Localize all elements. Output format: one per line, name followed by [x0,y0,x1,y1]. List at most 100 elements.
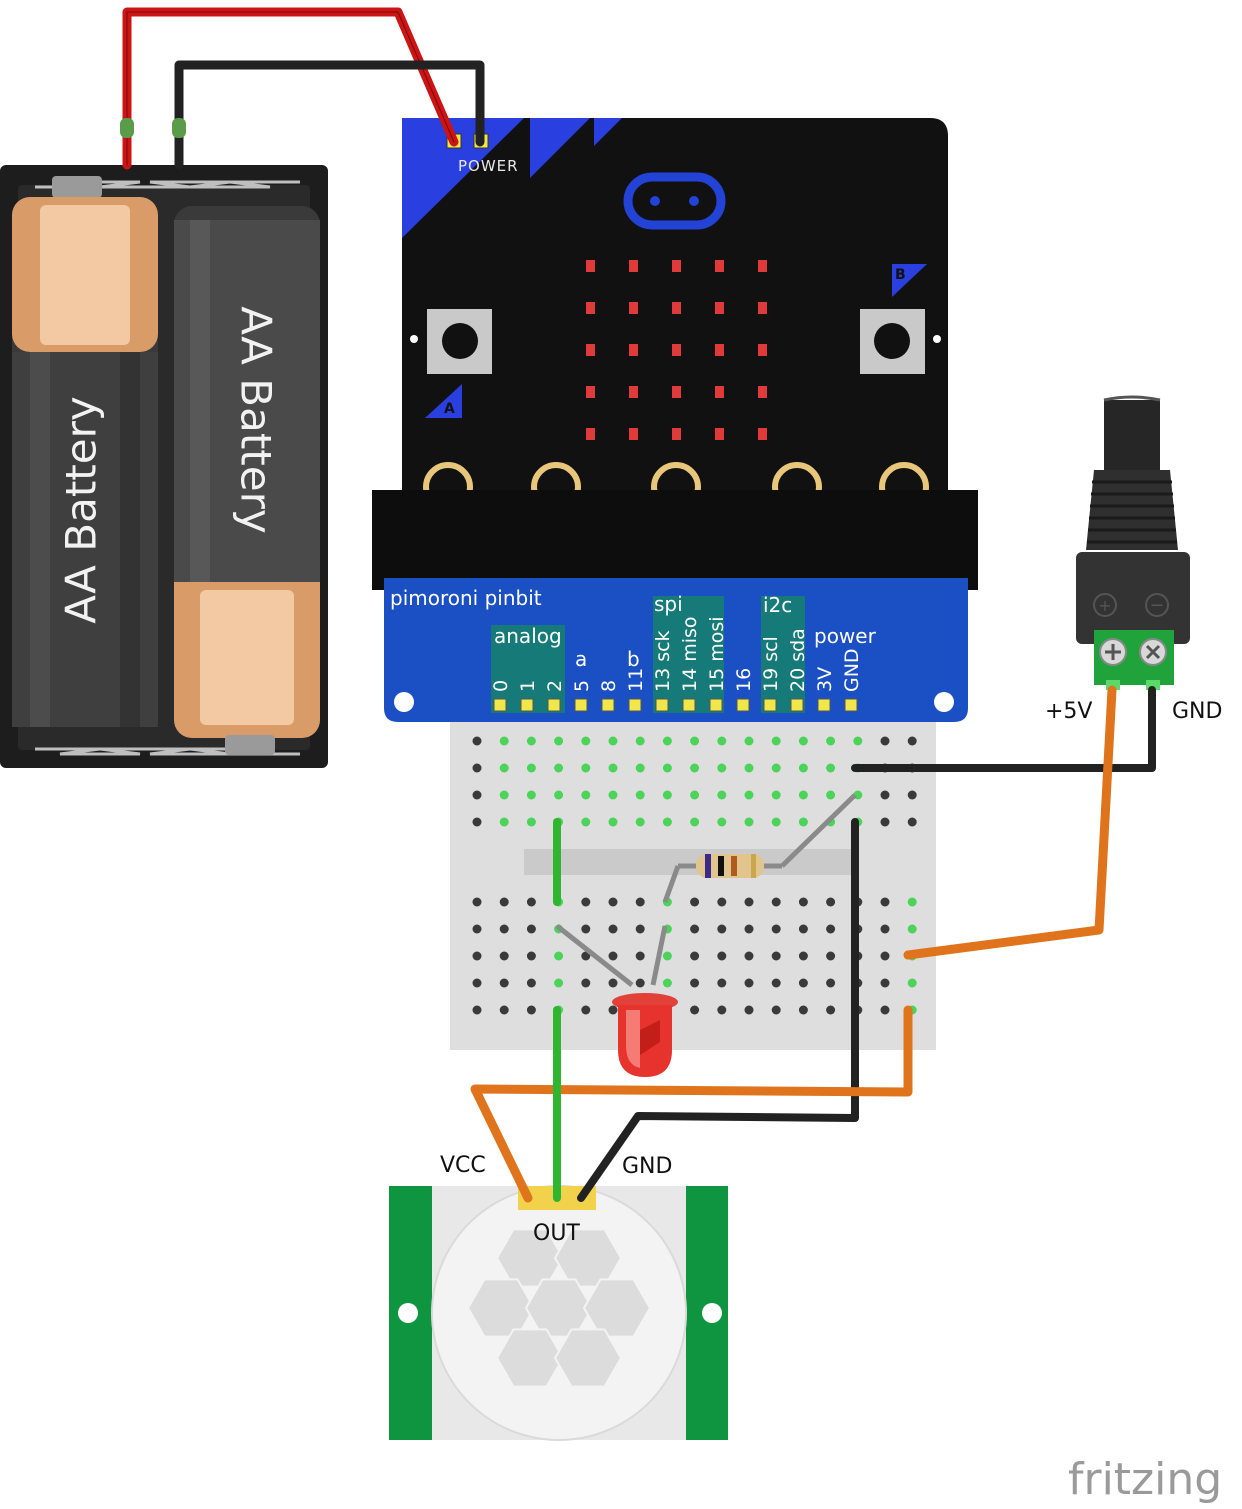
breadboard-hole [608,978,618,988]
pinbit-pin [574,698,588,712]
pinbit-pin [493,698,507,712]
breadboard-hole [526,763,536,773]
led-matrix [586,260,767,440]
breadboard-hole [690,817,700,827]
led-1-0 [586,302,595,314]
wire-jack-gnd [851,686,1156,772]
breadboard-hole [662,951,672,961]
breadboard-hole [744,817,754,827]
lens-facet [582,1278,652,1338]
led-4-2 [672,428,681,440]
pinbit-pin-label: 20 sda [787,628,809,692]
breadboard-hole [798,924,808,934]
breadboard-hole [826,763,836,773]
breadboard-hole [662,978,672,988]
pinbit-pin [628,698,642,712]
button-a[interactable] [427,309,492,374]
breadboard-hole [690,1005,700,1015]
breadboard-hole [744,1005,754,1015]
pinbit-pin [682,698,696,712]
breadboard-hole [880,736,890,746]
breadboard-hole [581,897,591,907]
breadboard-hole [771,790,781,800]
pinbit-title: pimoroni pinbit [390,586,542,610]
breadboard-hole [635,763,645,773]
breadboard-hole [635,897,645,907]
breadboard-hole [581,978,591,988]
breadboard-hole [690,763,700,773]
edge-connector [372,490,978,590]
led-1-4 [758,302,767,314]
breadboard-hole [771,1005,781,1015]
breadboard-hole [499,1005,509,1015]
button-a-label: A [444,401,455,417]
battery-cell-left: AA Battery [12,176,158,727]
pinbit-pin [790,698,804,712]
breadboard-hole [526,897,536,907]
button-b[interactable] [860,309,925,374]
dc-barrel-jack: + − [1076,395,1190,690]
pinbit-pin [736,698,750,712]
group-spi-label: spi [654,592,683,616]
breadboard-hole [771,817,781,827]
pinbit-pin-label: 8 [598,680,620,692]
breadboard-hole [880,790,890,800]
pir-out-label: OUT [533,1221,580,1246]
power-label: POWER [458,157,519,175]
pinbit-pin [817,698,831,712]
led-1-3 [715,302,724,314]
svg-text:+: + [1098,596,1111,615]
breadboard-hole [907,736,917,746]
breadboard-hole [499,897,509,907]
breadboard-hole [717,817,727,827]
breadboard-hole [907,897,917,907]
breadboard-hole [472,736,482,746]
breadboard-hole [690,978,700,988]
breadboard-hole [581,790,591,800]
led-0-0 [586,260,595,272]
breadboard-hole [744,897,754,907]
battery-cell-right: AA Battery [174,206,320,755]
pinbit-pin-label: 13 sck [652,630,674,692]
pir-vcc-label: VCC [440,1153,486,1178]
breadboard-hole [635,951,645,961]
button-a-marker [425,384,462,418]
led-0-2 [672,260,681,272]
breadboard-hole [635,736,645,746]
breadboard-hole [798,951,808,961]
breadboard-hole [499,736,509,746]
breadboard-hole [826,924,836,934]
breadboard-hole [880,897,890,907]
led-0-1 [629,260,638,272]
breadboard-hole [499,817,509,827]
breadboard-hole [690,897,700,907]
led-0-4 [758,260,767,272]
wire-battery-minus [174,60,485,170]
led-3-1 [629,386,638,398]
pinbit-pin-label: 0 [490,680,512,692]
breadboard-hole [798,790,808,800]
breadboard-hole [608,924,618,934]
pir-sensor [389,1185,728,1441]
pinbit-pin-label: 14 miso [679,616,701,692]
wire-jack-plus [903,685,1117,960]
breadboard-hole [826,790,836,800]
breadboard-hole [472,897,482,907]
battery-label-right: AA Battery [232,306,281,533]
breadboard-hole [798,1005,808,1015]
led-3-2 [672,386,681,398]
breadboard-hole [771,951,781,961]
lens-facet [553,1328,623,1388]
led-4-4 [758,428,767,440]
led-3-0 [586,386,595,398]
breadboard-hole [717,1005,727,1015]
breadboard-hole [472,817,482,827]
breadboard-hole [826,978,836,988]
breadboard-hole [717,790,727,800]
button-b-marker [892,264,927,297]
breadboard-hole [526,951,536,961]
pinbit-pin [547,698,561,712]
breadboard-hole [554,790,564,800]
pinbit-pin [763,698,777,712]
pinbit-pin [520,698,534,712]
